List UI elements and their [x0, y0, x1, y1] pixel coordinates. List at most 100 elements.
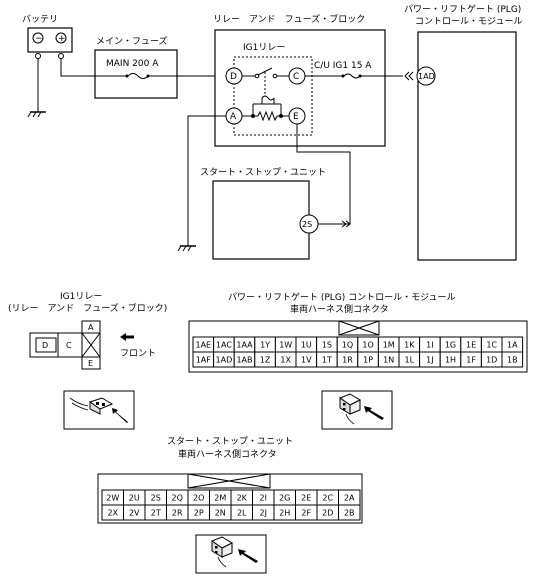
ssu-pin-label: 2T [151, 509, 161, 518]
plg-terminal-1ad [416, 66, 436, 86]
plg-pin-label: 1AC [216, 341, 232, 350]
ssu-pin-label: 2F [301, 509, 311, 518]
plg-pin-label: 1X [280, 356, 291, 365]
ssu-pin-label: 2K [237, 494, 248, 503]
plg-pin-label: 1A [507, 341, 518, 350]
battery-minus-sign: − [35, 34, 43, 44]
plg-pin-label: 1J [426, 356, 433, 365]
ssu-pin-cell [338, 504, 361, 521]
svg-text:1AD: 1AD [418, 72, 435, 81]
relay-connector: D C A E [29, 320, 101, 370]
relay-connector-title2: (リレー アンド フューズ・ブロック) [8, 302, 167, 314]
plg-pin-label: 1AD [216, 356, 233, 365]
relay-coil-icon [242, 95, 289, 122]
plg-pin-label: 1W [279, 341, 292, 350]
plg-pin-label: 1L [405, 356, 415, 365]
ssu-title: スタート・ストップ・ユニット [200, 167, 326, 178]
plg-pin-label: 1AE [195, 341, 211, 350]
ssu-pin-label: 2C [322, 494, 333, 503]
plg-connector-illustration [321, 390, 393, 430]
plg-connector-title2: 車両ハーネス側コネクタ [290, 303, 389, 315]
ssu-connector-title1: スタート・ストップ・ユニット [167, 436, 293, 447]
ssu-connector-illustration [195, 534, 267, 574]
ssu-pin-label: 2Q [172, 494, 183, 503]
ssu-box [212, 180, 310, 260]
plg-pin-label: 1I [426, 341, 433, 350]
main-fuse-title: メイン・フューズ [96, 35, 168, 47]
ssu-pin-label: 2L [237, 509, 247, 518]
relay-block-title: リレー アンド フューズ・ブロック [213, 13, 365, 25]
plg-pin-label: 1B [507, 356, 518, 365]
plg-pin-label: 1AA [236, 341, 253, 350]
relay-fuse-block [214, 29, 386, 147]
ssu-pin-label: 2O [193, 494, 204, 503]
battery-label: バッテリ [22, 14, 58, 25]
ssu-pin-label: 2V [129, 509, 140, 518]
front-label: フロント [120, 349, 156, 359]
ssu-pin-label: 2W [106, 494, 119, 503]
ground-icon [177, 245, 196, 252]
ground-icon [27, 111, 46, 118]
plg-pin-label: 1P [363, 356, 373, 365]
plg-pin-label: 1N [383, 356, 394, 365]
plg-pin-label: 1M [383, 341, 395, 350]
plg-connector-title1: パワー・リフトゲート (PLG) コントロール・モジュール [228, 291, 456, 303]
relay-switch-icon [242, 67, 289, 96]
connector-chevron-icon [404, 71, 414, 81]
connector-chevron-icon [341, 220, 351, 228]
ssu-connector-title2: 車両ハーネス側コネクタ [178, 448, 277, 460]
ssu-pin-label: 2N [215, 509, 226, 518]
plg-pin-label: 1H [445, 356, 456, 365]
relay-pin-e: E [88, 359, 93, 368]
plg-pin-label: 1F [466, 356, 476, 365]
plg-pin-label: 1R [342, 356, 353, 365]
relay-pin-d: D [42, 341, 48, 350]
battery-plus-sign: + [58, 34, 66, 44]
plg-pin-label: 1Z [260, 356, 271, 365]
plg-pin-label: 1Y [260, 341, 270, 350]
plg-pin-label: 1T [322, 356, 332, 365]
svg-text:2S: 2S [302, 220, 312, 229]
fuse-icon [125, 73, 150, 79]
plg-pin-label: 1E [466, 341, 476, 350]
ssu-pin-label: 2E [301, 494, 311, 503]
plg-pin-cell [501, 351, 524, 368]
plg-pin-label: 1K [404, 341, 415, 350]
ig1-relay-box [233, 56, 313, 136]
plg-pin-label: 1C [486, 341, 497, 350]
svg-text:C: C [293, 72, 299, 82]
plg-pin-label: 1G [445, 341, 456, 350]
svg-text:A: A [230, 112, 237, 122]
ssu-pin-label: 2A [344, 494, 355, 503]
relay-pin-c: C [66, 341, 72, 350]
svg-text:D: D [230, 72, 237, 82]
plg-title-line1: パワー・リフトゲート (PLG) [404, 3, 521, 15]
ig1-relay-label: IG1リレー [243, 43, 285, 53]
relay-connector-illustration [63, 390, 135, 430]
plg-module-box [417, 31, 517, 261]
plg-pin-label: 1AF [196, 356, 212, 365]
plg-pin-label: 1V [301, 356, 312, 365]
plg-connector: 1AE 1AC 1AA 1Y 1W 1U 1S 1Q 1O 1M 1K 1I 1G 1E 1C 1A 1AF 1A… [188, 320, 528, 373]
plg-pin-label: 1S [322, 341, 332, 350]
plg-pin-label: 1U [301, 341, 312, 350]
ssu-pin-label: 2G [279, 494, 290, 503]
ssu-pin-label: 2R [172, 509, 183, 518]
ssu-pin-label: 2H [279, 509, 290, 518]
ssu-pin-label: 2U [129, 494, 140, 503]
plg-pin-label: 1Q [342, 341, 353, 350]
ssu-terminal-2s [299, 214, 319, 234]
relay-connector-title1: IG1リレー [60, 292, 102, 302]
battery-minus-terminal [32, 32, 44, 44]
ssu-pin-label: 2I [260, 494, 267, 503]
main-fuse-value: MAIN 200 A [106, 59, 159, 69]
plg-pin-label: 1O [362, 341, 373, 350]
plg-pin-label: 1D [486, 356, 497, 365]
ssu-pin-label: 2X [107, 509, 118, 518]
front-arrow-icon [120, 333, 134, 341]
ssu-pin-label: 2B [344, 509, 355, 518]
fuse-cu-ig1-label: C/U IG1 15 A [314, 61, 372, 71]
ssu-pin-label: 2P [194, 509, 204, 518]
